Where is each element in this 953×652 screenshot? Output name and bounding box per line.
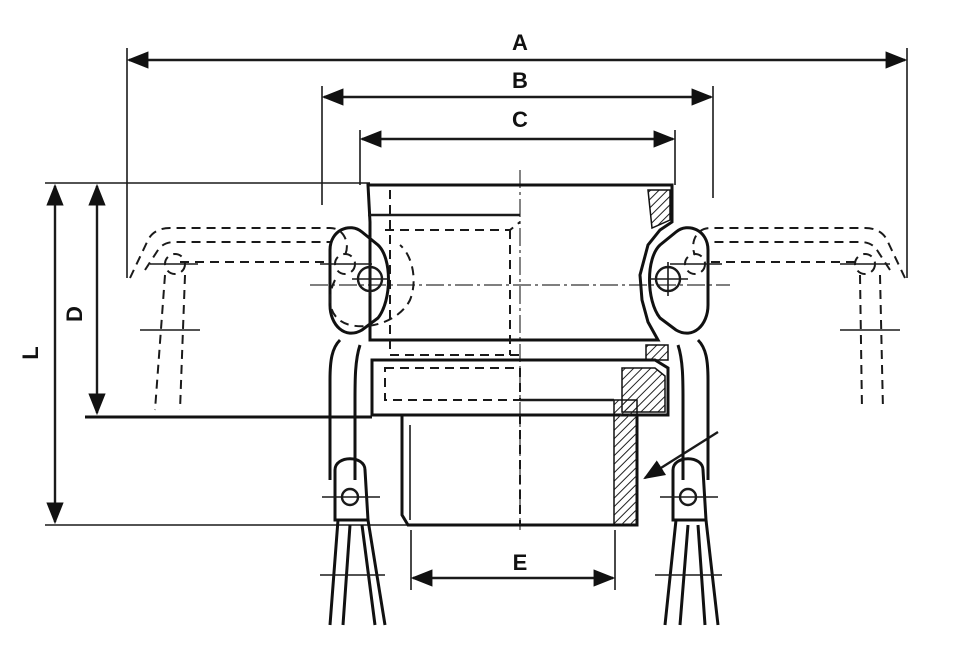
dimension-c: C — [359, 107, 676, 185]
right-cam-arm — [648, 226, 722, 626]
dimension-e-label: E — [513, 550, 528, 575]
dimension-l-label: L — [18, 346, 43, 359]
dimension-a-label: A — [512, 30, 528, 55]
coupler-body — [310, 170, 730, 530]
dimension-l: L — [18, 182, 410, 526]
right-cam-arm-open — [670, 227, 906, 411]
dimension-e: E — [410, 530, 616, 590]
dimension-d-label: D — [62, 306, 87, 322]
left-cam-arm-open — [129, 227, 415, 411]
dimension-c-label: C — [512, 107, 528, 132]
dimension-b: B — [321, 68, 714, 205]
dimension-d: D — [62, 183, 372, 419]
dimension-b-label: B — [512, 68, 528, 93]
dimension-a: A — [126, 30, 908, 278]
left-cam-arm — [320, 226, 390, 626]
